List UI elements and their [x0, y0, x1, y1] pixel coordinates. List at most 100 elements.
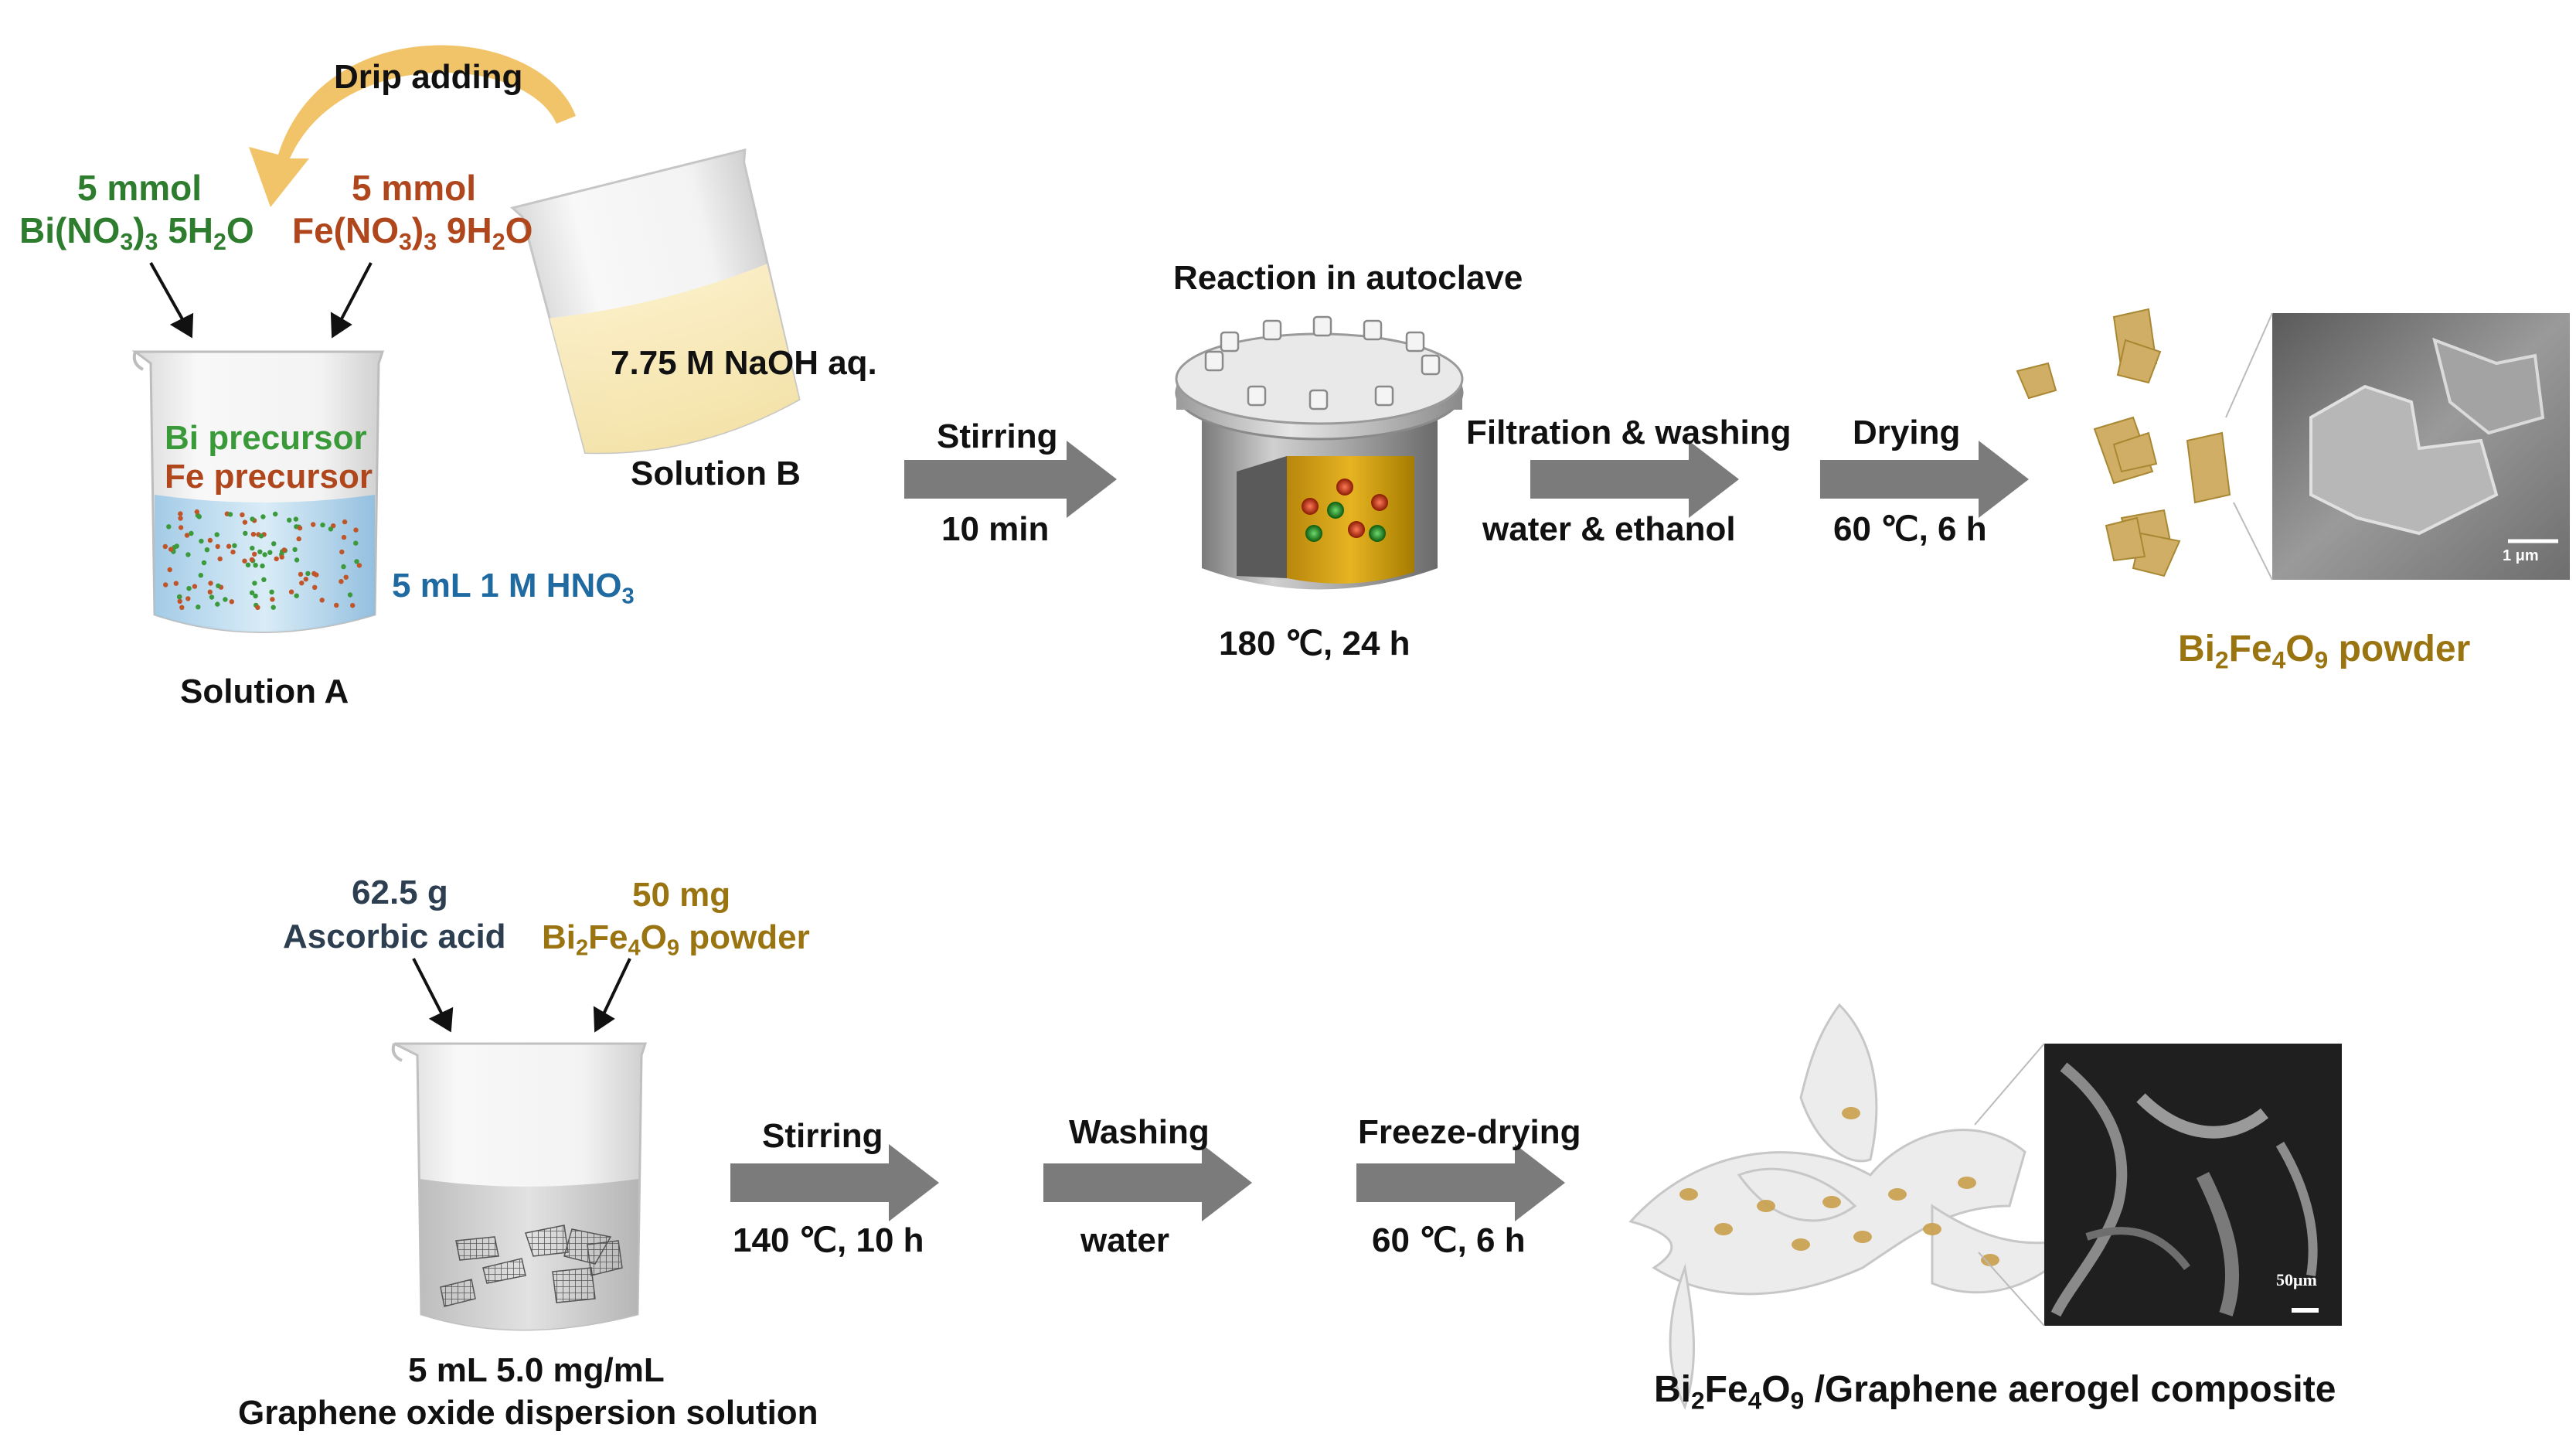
precursor-dot	[207, 589, 213, 594]
precursor-dot	[297, 525, 303, 531]
precursor-dot	[177, 598, 182, 604]
pointer-arrows	[149, 262, 631, 1033]
bi-amount-label: 5 mmol	[77, 168, 202, 208]
precursor-dot	[347, 592, 353, 598]
precursor-dot	[294, 557, 300, 563]
precursor-dot	[176, 594, 182, 600]
precursor-dot	[215, 543, 220, 550]
precursor-dot	[303, 577, 308, 582]
precursor-dot	[250, 531, 257, 537]
precursor-dot	[226, 543, 232, 549]
precursor-dot	[312, 584, 318, 590]
precursor-dot	[249, 557, 255, 563]
precursor-dot	[184, 533, 190, 538]
precursor-dot	[207, 537, 213, 543]
precursor-dot	[334, 602, 339, 608]
freeze-drying-condition: 60 ℃, 6 h	[1372, 1221, 1526, 1259]
precursor-dot	[343, 574, 349, 580]
precursor-dot	[260, 563, 265, 569]
stir-time-label: 10 min	[941, 510, 1050, 548]
precursor-dot	[253, 593, 258, 599]
precursor-dot	[208, 581, 213, 586]
precursor-dot	[230, 549, 236, 555]
precursor-dot	[281, 547, 287, 553]
autoclave-condition: 180 ℃, 24 h	[1219, 625, 1411, 662]
precursor-dot	[163, 582, 168, 588]
precursor-dot	[178, 525, 184, 530]
precursor-dot	[353, 527, 359, 533]
drying-condition: 60 ℃, 6 h	[1833, 510, 1987, 548]
precursor-dot	[173, 581, 179, 586]
drying-label: Drying	[1853, 414, 1961, 451]
washing-label: Washing	[1069, 1113, 1210, 1151]
precursor-dot	[214, 532, 219, 537]
precursor-dot	[240, 512, 245, 518]
precursor-dot	[341, 564, 346, 570]
precursor-dot	[271, 605, 276, 610]
arrow-freeze-drying	[1356, 1144, 1565, 1221]
precursor-dot	[253, 563, 258, 568]
bi-salt-label: Bi(NO3)3 5H2O	[19, 210, 254, 256]
precursor-dot	[260, 514, 266, 519]
scale-bar-bottom-label: 50μm	[2276, 1270, 2317, 1289]
precursor-dot	[328, 526, 334, 532]
scale-bar-top-label: 1 μm	[2503, 547, 2539, 564]
precursor-dot	[243, 530, 248, 536]
beaker-go	[391, 1042, 648, 1331]
precursor-dot	[185, 552, 191, 557]
precursor-dot	[199, 538, 204, 544]
precursor-dot	[296, 536, 301, 542]
precursor-dot	[196, 605, 201, 610]
precursor-dot	[287, 517, 292, 523]
precursor-dot	[242, 519, 248, 525]
precursor-dot	[189, 530, 194, 536]
autoclave	[1175, 315, 1464, 590]
precursor-dot	[192, 584, 198, 589]
precursor-dot	[178, 511, 183, 516]
precursor-dot	[179, 605, 185, 610]
precursor-dot	[252, 581, 257, 586]
precursor-dot	[198, 573, 203, 578]
solution-b-label: Solution B	[631, 455, 801, 492]
precursor-dot	[293, 516, 299, 522]
precursor-dot	[162, 543, 168, 550]
precursor-dot	[298, 571, 304, 577]
precursor-dot	[232, 543, 237, 548]
precursor-dot	[178, 516, 183, 521]
precursor-dot	[250, 545, 255, 551]
aerogel-particles	[1679, 1107, 1999, 1266]
precursor-dot	[229, 599, 234, 605]
ascorbic-amount-label: 62.5 g	[352, 874, 448, 911]
aerogel-composite	[1628, 1003, 2082, 1410]
precursor-dot	[227, 512, 233, 517]
precursor-dot	[339, 579, 344, 584]
fe-amount-label: 5 mmol	[352, 168, 477, 208]
washing-sub-label: water	[1080, 1221, 1169, 1259]
precursor-dot	[258, 533, 264, 539]
bfo-reagent-label: Bi2Fe4O9 powder	[542, 918, 810, 961]
precursor-dot	[311, 522, 316, 527]
precursor-dot	[339, 549, 345, 555]
go-name-label: Graphene oxide dispersion solution	[238, 1394, 818, 1432]
precursor-dot	[320, 522, 325, 528]
precursor-dot	[305, 571, 311, 577]
precursor-dot	[223, 597, 228, 602]
hno3-label: 5 mL 1 M HNO3	[392, 567, 635, 609]
freeze-drying-label: Freeze-drying	[1358, 1113, 1581, 1151]
precursor-dot	[354, 559, 359, 564]
arrow-stir-top	[904, 441, 1117, 518]
precursor-dot	[270, 597, 275, 602]
fe-salt-label: Fe(NO3)3 9H2O	[292, 210, 533, 256]
arrow-stir-bottom	[730, 1144, 939, 1221]
precursor-dot	[353, 540, 359, 546]
bfo-powder-product-label: Bi2Fe4O9 powder	[2178, 628, 2471, 674]
aerogel-product-label: Bi2Fe4O9 /Graphene aerogel composite	[1654, 1369, 2336, 1415]
precursor-dot	[252, 551, 257, 557]
precursor-dot	[261, 577, 267, 582]
bfo-flakes	[2016, 308, 2231, 577]
precursor-dot	[255, 605, 260, 610]
precursor-dot	[269, 589, 274, 594]
drip-arrow	[249, 45, 576, 207]
ascorbic-label: Ascorbic acid	[283, 918, 506, 955]
